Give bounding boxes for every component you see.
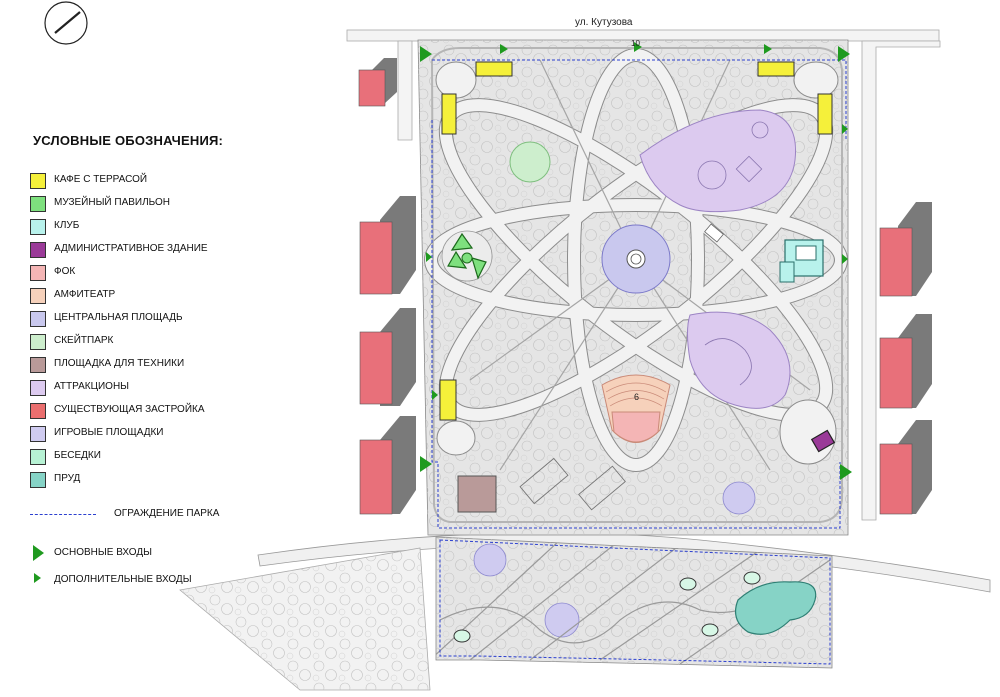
legend-label: ПРУД	[54, 473, 81, 484]
building-w-2	[359, 308, 416, 406]
fence-line-icon	[30, 514, 96, 515]
building-e-1	[879, 202, 932, 297]
legend-label: СУЩЕСТВУЮЩАЯ ЗАСТРОЙКА	[54, 404, 205, 415]
building-w-1	[359, 196, 416, 295]
legend-swatch	[30, 426, 46, 442]
main-entrance-icon	[33, 545, 44, 561]
legend-swatch	[30, 472, 46, 488]
legend-label: АМФИТЕАТР	[54, 289, 116, 300]
extra-entrance-icon	[34, 573, 41, 583]
legend-swatch	[30, 173, 46, 189]
gazebos	[453, 571, 761, 643]
entrance-ne-main	[838, 46, 850, 62]
side-roads	[397, 40, 941, 521]
legend-label: АТТРАКЦИОНЫ	[54, 381, 130, 392]
entrance-n-2	[634, 42, 642, 52]
street-label: ул. Кутузова	[575, 17, 633, 28]
legend-swatch	[30, 357, 46, 373]
museum-pavilion	[441, 230, 493, 282]
legend-label: КЛУБ	[54, 220, 80, 231]
skatepark	[509, 141, 551, 183]
building-e-3	[879, 420, 932, 515]
legend-label: СКЕЙТПАРК	[54, 335, 114, 346]
north-gate-number: 10	[631, 39, 640, 48]
extra-entrances	[426, 42, 848, 400]
amphitheatre	[601, 374, 671, 443]
sports-courts	[519, 457, 626, 511]
legend-swatch	[30, 219, 46, 235]
existing-buildings	[358, 58, 932, 515]
legend-swatch	[30, 380, 46, 396]
southwest-grove	[179, 547, 431, 691]
entrance-sw-main	[420, 456, 432, 472]
entrance-n-1	[500, 44, 508, 54]
legend-label: ФОК	[54, 266, 76, 277]
club-building	[704, 223, 824, 283]
street-kutuzova	[346, 29, 940, 42]
admin-building	[810, 429, 836, 453]
legend-swatch	[30, 449, 46, 465]
legend-swatch	[30, 311, 46, 327]
entrance-se-main	[840, 464, 852, 480]
main-entrances	[420, 46, 852, 480]
entrance-e-1	[842, 124, 848, 134]
legend-swatch	[30, 265, 46, 281]
legend-label: КАФЕ С ТЕРРАСОЙ	[54, 174, 148, 185]
legend-swatch	[30, 334, 46, 350]
legend: УСЛОВНЫЕ ОБОЗНАЧЕНИЯ: КАФЕ С ТЕРРАСОЙ МУ…	[30, 0, 270, 697]
legend-swatch	[30, 288, 46, 304]
legend-swatch	[30, 242, 46, 258]
pond	[735, 581, 817, 635]
legend-label: ДОПОЛНИТЕЛЬНЫЕ ВХОДЫ	[54, 574, 192, 585]
legend-swatch	[30, 196, 46, 212]
legend-label: ОСНОВНЫЕ ВХОДЫ	[54, 547, 152, 558]
entrance-nw-main	[420, 46, 432, 62]
amphitheatre-number: 6	[634, 392, 639, 402]
building-e-2	[879, 314, 932, 409]
entrance-e-2	[842, 254, 848, 264]
legend-label: ЦЕНТРАЛЬНАЯ ПЛОЩАДЬ	[54, 312, 183, 323]
legend-title: УСЛОВНЫЕ ОБОЗНАЧЕНИЯ:	[33, 133, 224, 148]
park-south-ground	[435, 536, 833, 669]
legend-swatch	[30, 403, 46, 419]
central-plaza	[601, 224, 671, 294]
cafes	[439, 61, 833, 421]
park-fence	[431, 59, 847, 665]
north-arrow-icon	[44, 1, 88, 45]
legend-label: ИГРОВЫЕ ПЛОЩАДКИ	[54, 427, 164, 438]
attractions-zone	[639, 109, 797, 409]
legend-entrance-symbols	[33, 545, 44, 583]
entrance-w-1	[426, 252, 432, 262]
entrance-n-3	[764, 44, 772, 54]
equipment-area	[457, 475, 497, 513]
legend-label: МУЗЕЙНЫЙ ПАВИЛЬОН	[54, 197, 171, 208]
legend-label: БЕСЕДКИ	[54, 450, 101, 461]
building-w-3	[359, 416, 416, 515]
legend-label: АДМИНИСТРАТИВНОЕ ЗДАНИЕ	[54, 243, 208, 254]
entrance-w-2	[432, 390, 438, 400]
legend-label: ОГРАЖДЕНИЕ ПАРКА	[114, 508, 220, 519]
legend-label: ПЛОЩАДКА ДЛЯ ТЕХНИКИ	[54, 358, 185, 369]
building-nw-small	[358, 58, 397, 107]
